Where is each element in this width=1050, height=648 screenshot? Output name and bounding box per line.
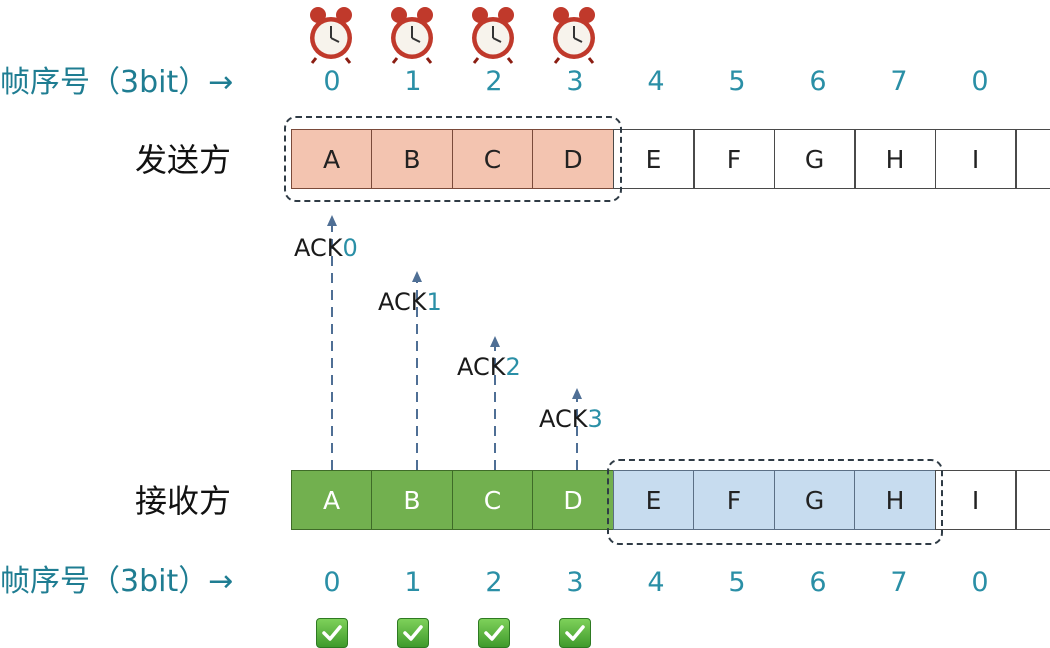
sender-frame-cell: G [773,129,856,189]
seq-number: 1 [404,567,422,598]
seq-number: 0 [323,66,341,97]
receiver-frame-cell: H [854,470,936,530]
sender-frame-cell: I [934,129,1017,189]
checkmark-icon [316,618,348,648]
receiver-frame-cell: A [290,470,373,530]
alarm-clock-icon [391,7,433,64]
ack-label: ACK1 [378,288,442,316]
seq-number: 5 [728,66,746,97]
sender-frame-cell: D [532,129,614,189]
receiver-frame-cell: B [371,470,453,530]
seq-number: 3 [566,66,584,97]
sender-frame-cell: E [612,129,695,189]
seq-number: 3 [566,567,584,598]
seq-number: 6 [809,567,827,598]
ack-label: ACK2 [457,353,521,381]
receiver-window-box [607,459,943,545]
ack-arrow [327,215,337,470]
seq-number: 7 [890,66,908,97]
ack-arrow [490,336,500,470]
sender-frame-cell: B [371,129,453,189]
seq-number: 0 [971,66,989,97]
seq-number: 0 [323,567,341,598]
sender-frame-cell [1015,129,1050,189]
top-seq-label: 帧序号（3bit）→ [0,65,234,100]
sender-frames: A B C D E F G H I [290,129,1050,189]
ack-label: ACK3 [539,405,603,433]
ack-arrow [572,388,582,470]
receiver-frame-cell: D [532,470,614,530]
seq-number: 2 [485,567,503,598]
sender-frame-cell: C [451,129,534,189]
sender-window-box [284,116,622,202]
alarm-clock-icon [553,7,595,64]
seq-number: 6 [809,66,827,97]
receiver-frame-cell: I [934,470,1017,530]
bottom-seq-label: 帧序号（3bit）→ [0,564,234,599]
receiver-label: 接收方 [135,482,232,520]
ack-arrow [412,271,422,470]
seq-number: 4 [647,567,665,598]
receiver-frame-cell: F [693,470,775,530]
receiver-frame-cell: G [773,470,856,530]
ack-label: ACK0 [294,234,358,262]
receiver-frames: A B C D E F G H I [290,470,1050,530]
sender-label: 发送方 [135,141,232,179]
seq-number: 0 [971,567,989,598]
sender-frame-cell: F [693,129,775,189]
seq-number: 1 [404,66,422,97]
receiver-frame-cell: C [451,470,534,530]
seq-number: 2 [485,66,503,97]
seq-number: 5 [728,567,746,598]
alarm-clock-icon [310,7,352,64]
receiver-frame-cell [1015,470,1050,530]
checkmark-icon [397,618,429,648]
seq-number: 4 [647,66,665,97]
sender-frame-cell: H [854,129,936,189]
seq-number: 7 [890,567,908,598]
sender-frame-cell: A [290,129,373,189]
alarm-clock-icon [472,7,514,64]
